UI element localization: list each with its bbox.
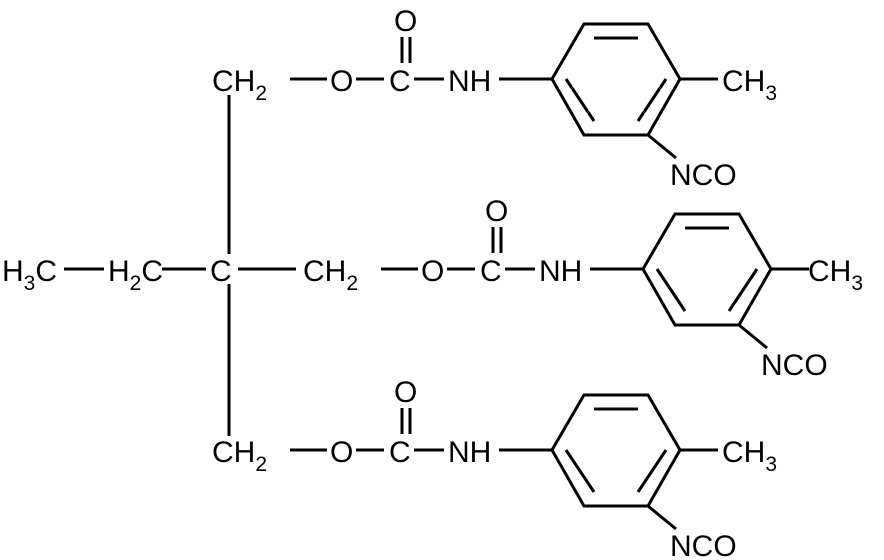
benzene-ring <box>550 393 682 508</box>
quaternary-carbon-label: C <box>210 255 232 288</box>
bond-ring-nco <box>738 323 768 350</box>
carbamate-arm-middle: CH2 O C O NH CH3 NCO <box>303 195 863 382</box>
ester-oxygen-label: O <box>421 255 444 288</box>
methyl-label: CH3 <box>722 65 777 105</box>
ring-inner-bond <box>564 449 596 493</box>
carbonyl-carbon-label: C <box>389 65 411 98</box>
isocyanate-label: NCO <box>670 530 737 560</box>
ring-inner-bond <box>564 78 596 122</box>
ethyl-ch3-label: H3C <box>2 255 57 295</box>
benzene-ring <box>550 22 682 137</box>
bond-ring-nco <box>647 133 677 160</box>
carbamate-arm-bottom: CH2 O C O NH CH3 NCO <box>212 376 777 560</box>
amine-nh-label: NH <box>448 65 491 98</box>
amine-nh-label: NH <box>539 255 582 288</box>
carbonyl-oxygen-label: O <box>485 195 508 228</box>
arm-ch2-label: CH2 <box>303 255 358 295</box>
ester-oxygen-label: O <box>330 65 353 98</box>
amine-nh-label: NH <box>448 436 491 469</box>
arm-ch2-label: CH2 <box>212 65 267 105</box>
ring-inner-bond <box>727 268 759 312</box>
ring-inner-bond <box>655 268 687 312</box>
ring-inner-bond <box>636 78 668 122</box>
isocyanate-label: NCO <box>761 349 828 382</box>
carbamate-arm-top: CH2 O C O NH CH3 NCO <box>212 5 777 192</box>
ester-oxygen-label: O <box>330 436 353 469</box>
carbonyl-carbon-label: C <box>389 436 411 469</box>
carbonyl-carbon-label: C <box>480 255 502 288</box>
carbonyl-oxygen-label: O <box>394 376 417 409</box>
isocyanate-label: NCO <box>670 159 737 192</box>
ethyl-ch2-label: H2C <box>108 255 163 295</box>
methyl-label: CH3 <box>808 255 863 295</box>
methyl-label: CH3 <box>722 436 777 476</box>
ring-inner-bond <box>636 449 668 493</box>
benzene-ring <box>641 212 773 327</box>
carbonyl-oxygen-label: O <box>394 5 417 38</box>
bond-ring-nco <box>647 504 677 531</box>
arm-ch2-label: CH2 <box>212 436 267 476</box>
